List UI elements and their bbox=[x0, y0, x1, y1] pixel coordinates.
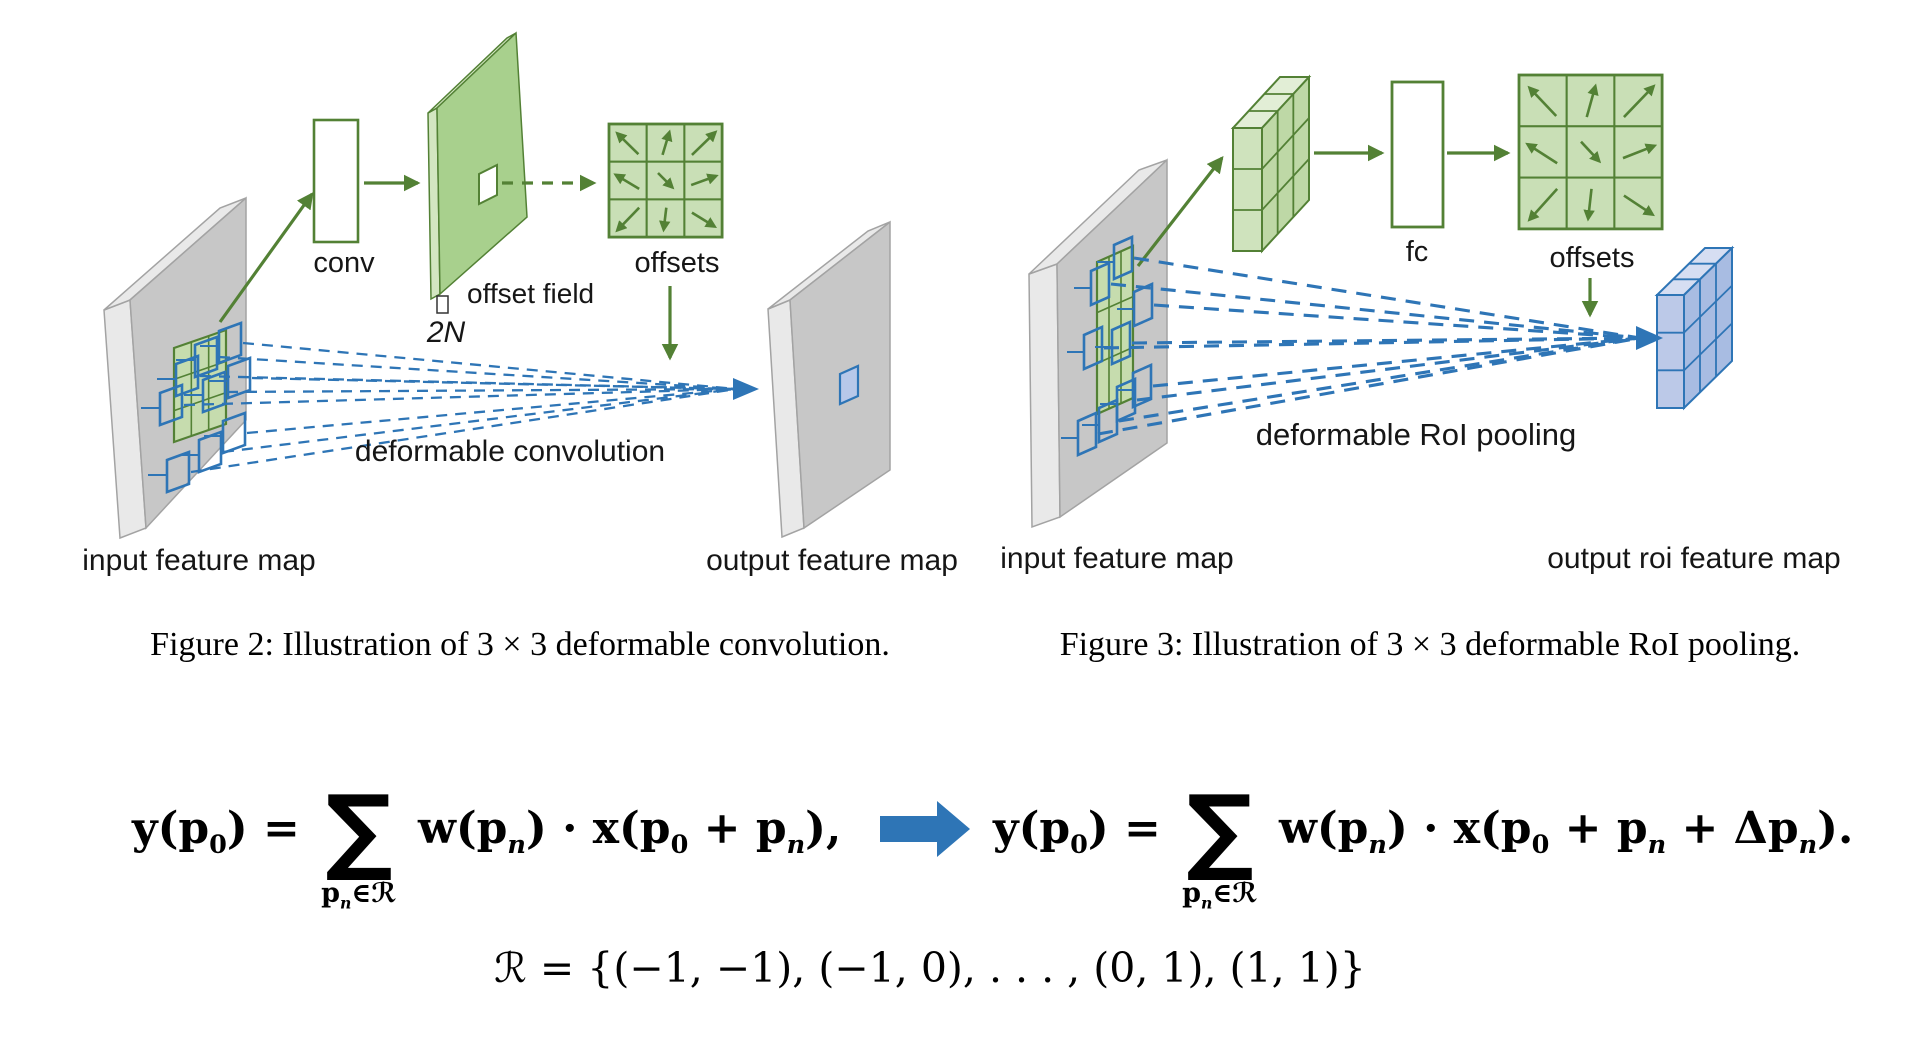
figure3-caption: Figure 3: Illustration of 3 × 3 deformab… bbox=[1059, 626, 1801, 663]
deformable-roi-pooling-label: deformable RoI pooling bbox=[1256, 417, 1577, 452]
conv-box bbox=[312, 118, 360, 244]
output-roi-feature-map-label: output roi feature map bbox=[1547, 542, 1841, 575]
offsets-label-fig3: offsets bbox=[1550, 242, 1635, 274]
roi-bin-box bbox=[1115, 376, 1137, 424]
roi-bin-box bbox=[1110, 319, 1132, 367]
roi-bin-box bbox=[1097, 397, 1119, 445]
sampling-location-box bbox=[221, 411, 247, 455]
sampling-location-box bbox=[217, 321, 243, 365]
equation-lhs: y(p0) = bbox=[993, 802, 1161, 860]
convergence-arrowhead bbox=[733, 378, 759, 400]
equation-deformable-convolution: y(p0) = ∑ pn∈ℛ w(pn) · x(p0 + pn + Δpn). bbox=[993, 756, 1854, 913]
roi-bin-box bbox=[1089, 260, 1111, 308]
sampling-location-box bbox=[158, 383, 184, 427]
figure2-caption: Figure 2: Illustration of 3 × 3 deformab… bbox=[150, 626, 890, 663]
summation-limit: pn∈ℛ bbox=[321, 878, 397, 913]
roi-bin-box bbox=[1076, 410, 1098, 458]
sampling-location-box bbox=[226, 356, 252, 400]
sampling-location-box bbox=[174, 354, 200, 398]
input-feature-map-label-fig2: input feature map bbox=[82, 544, 315, 577]
offsets-grid-fig3 bbox=[1517, 73, 1664, 231]
conv-label: conv bbox=[313, 247, 375, 279]
convergence-arrowhead bbox=[1636, 326, 1663, 350]
offsets-label-fig2: offsets bbox=[635, 247, 720, 279]
sampling-location-box bbox=[193, 335, 219, 379]
figures-canvas: conv offset field 2N offsets deformable … bbox=[82, 31, 1841, 577]
equation-rhs: w(pn) · x(p0 + pn + Δpn). bbox=[1278, 802, 1854, 860]
offset-field-label: offset field bbox=[467, 278, 594, 309]
deformable-convolution-label: deformable convolution bbox=[355, 435, 665, 468]
equation-standard-convolution: y(p0) = ∑ pn∈ℛ w(pn) · x(p0 + pn), bbox=[132, 756, 842, 913]
output-feature-map-label-fig2: output feature map bbox=[706, 544, 958, 577]
summation-limit: pn∈ℛ bbox=[1182, 878, 1258, 913]
sampling-location-box bbox=[165, 450, 191, 494]
fc-box bbox=[1390, 80, 1445, 229]
input-feature-map-label-fig3: input feature map bbox=[1000, 542, 1233, 575]
summation-symbol: ∑ pn∈ℛ bbox=[1182, 776, 1258, 913]
roi-bin-box bbox=[1112, 234, 1134, 282]
figure2-shapes bbox=[103, 31, 891, 540]
roi-bin-box bbox=[1082, 324, 1104, 372]
sampling-location-box bbox=[197, 430, 223, 474]
offset-field-sheet bbox=[436, 31, 528, 296]
implies-arrow-icon bbox=[880, 801, 970, 857]
regular-grid-definition: ℛ = {(−1, −1), (−1, 0), . . . , (0, 1), … bbox=[494, 944, 1366, 992]
equation-lhs: y(p0) = bbox=[132, 802, 300, 860]
offset-field-cell bbox=[478, 163, 498, 206]
figure3-shapes bbox=[1028, 73, 1735, 529]
output-roi-cube bbox=[1654, 245, 1735, 411]
summation-symbol: ∑ pn∈ℛ bbox=[321, 776, 397, 913]
equation-rhs: w(pn) · x(p0 + pn), bbox=[417, 802, 842, 860]
output-position-box bbox=[838, 364, 860, 406]
2n-channels-label: 2N bbox=[426, 316, 466, 349]
pooled-feature-cube bbox=[1230, 74, 1312, 254]
fc-label: fc bbox=[1406, 236, 1429, 268]
offsets-grid-fig2 bbox=[607, 122, 724, 239]
2n-depth-marker bbox=[436, 295, 449, 314]
